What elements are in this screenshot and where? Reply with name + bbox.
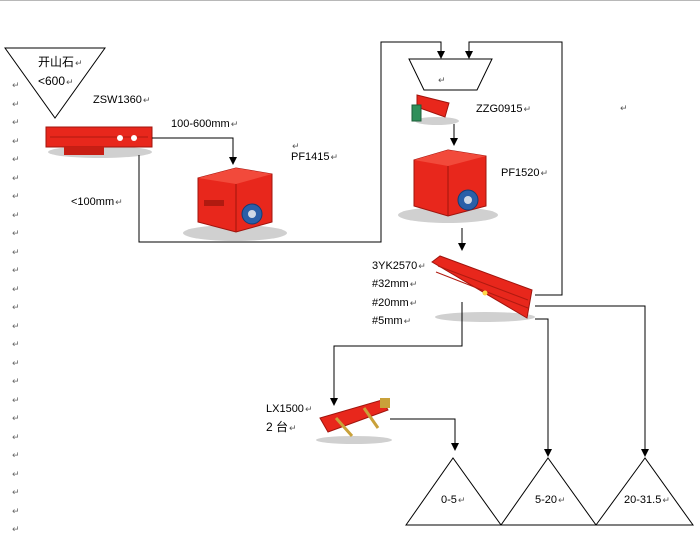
paragraph-mark: ↵ [12,265,20,275]
paragraph-mark: ↵ [12,505,20,516]
secondary-feeder-icon [411,94,459,125]
primary-crusher-icon [183,167,287,241]
paragraph-mark: ↵ [12,524,20,534]
paragraph-mark: ↵ [12,394,20,405]
flow-recirculation [465,41,563,296]
oversize-range-label: 100-600mm↵ [171,118,239,130]
feeder-machine-icon [45,126,153,158]
paragraph-mark: ↵ [12,320,20,331]
flow-washer-to-0-5 [390,418,459,451]
secondary-feeder-model-label: ZZG0915↵ [476,103,532,115]
paragraph-marks-column: ↵ ↵ ↵ ↵ ↵ ↵ ↵ ↵ ↵ ↵ ↵ ↵ ↵ ↵ ↵ ↵ ↵ ↵ ↵ ↵ ↵ ↵ ↵ ↵ ↵ [12,76,24,539]
paragraph-mark: ↵ [12,450,20,460]
product-label-20-31-5: 20-31.5↵ [624,494,670,506]
paragraph-mark: ↵ [12,339,20,349]
flow-screen-to-20-31-5 [535,305,649,457]
paragraph-mark: ↵ [12,376,20,386]
feeder-model-label: ZSW1360↵ [93,94,151,106]
flow-bypass-to-secondary [138,41,445,243]
paragraph-mark: ↵ [12,117,20,127]
flow-feeder-to-pf1415 [152,137,237,165]
hopper-paragraph-mark: ↵ [438,75,446,85]
primary-crusher-model-label: PF1415↵ [291,151,339,163]
product-pile-5-20 [500,457,597,526]
paragraph-mark: ↵ [12,487,20,497]
product-pile-20-31-5 [595,457,694,526]
paragraph-mark: ↵ [12,228,20,238]
secondary-crusher-icon [398,149,498,223]
product-label-0-5: 0-5↵ [441,494,466,506]
feed-size-label: <600↵ [38,74,74,88]
product-label-5-20: 5-20↵ [535,494,566,506]
secondary-crusher-model-label: PF1520↵ [501,167,549,179]
paragraph-mark: ↵ [12,172,20,183]
paragraph-mark: ↵ [12,209,20,220]
feed-name-label: 开山石↵ [38,55,83,69]
paragraph-mark: ↵ [12,80,20,90]
feed-hopper [4,47,106,119]
screen-deck-1-label: #32mm↵ [372,278,418,290]
paragraph-mark: ↵ [12,246,20,257]
paragraph-mark: ↵ [12,468,20,479]
paragraph-mark: ↵ [12,191,20,201]
paragraph-mark: ↵ [12,283,20,294]
paragraph-mark: ↵ [12,135,20,146]
paragraph-mark: ↵ [12,98,20,109]
flow-screen-to-washer [330,302,463,406]
paragraph-mark: ↵ [12,302,20,312]
washer-model-label: LX1500↵ [266,403,313,415]
secondary-hopper [408,58,493,91]
vibrating-screen-icon [431,255,535,322]
paragraph-mark: ↵ [12,431,20,442]
screen-model-label: 3YK2570↵ [372,260,426,272]
sand-washer-icon [316,398,392,444]
page-top-border [0,0,700,1]
paragraph-mark: ↵ [12,154,20,164]
paragraph-mark: ↵ [12,413,20,423]
paragraph-mark: ↵ [12,357,20,368]
screen-deck-3-label: #5mm↵ [372,315,412,327]
washer-qty-label: 2 台↵ [266,420,297,434]
undersize-range-label: <100mm↵ [71,196,123,208]
paragraph-mark: ↵ [292,141,300,151]
paragraph-mark-right: ↵ [620,103,628,113]
screen-deck-2-label: #20mm↵ [372,297,418,309]
product-pile-0-5 [405,457,502,526]
flow-screen-to-5-20 [535,318,552,457]
